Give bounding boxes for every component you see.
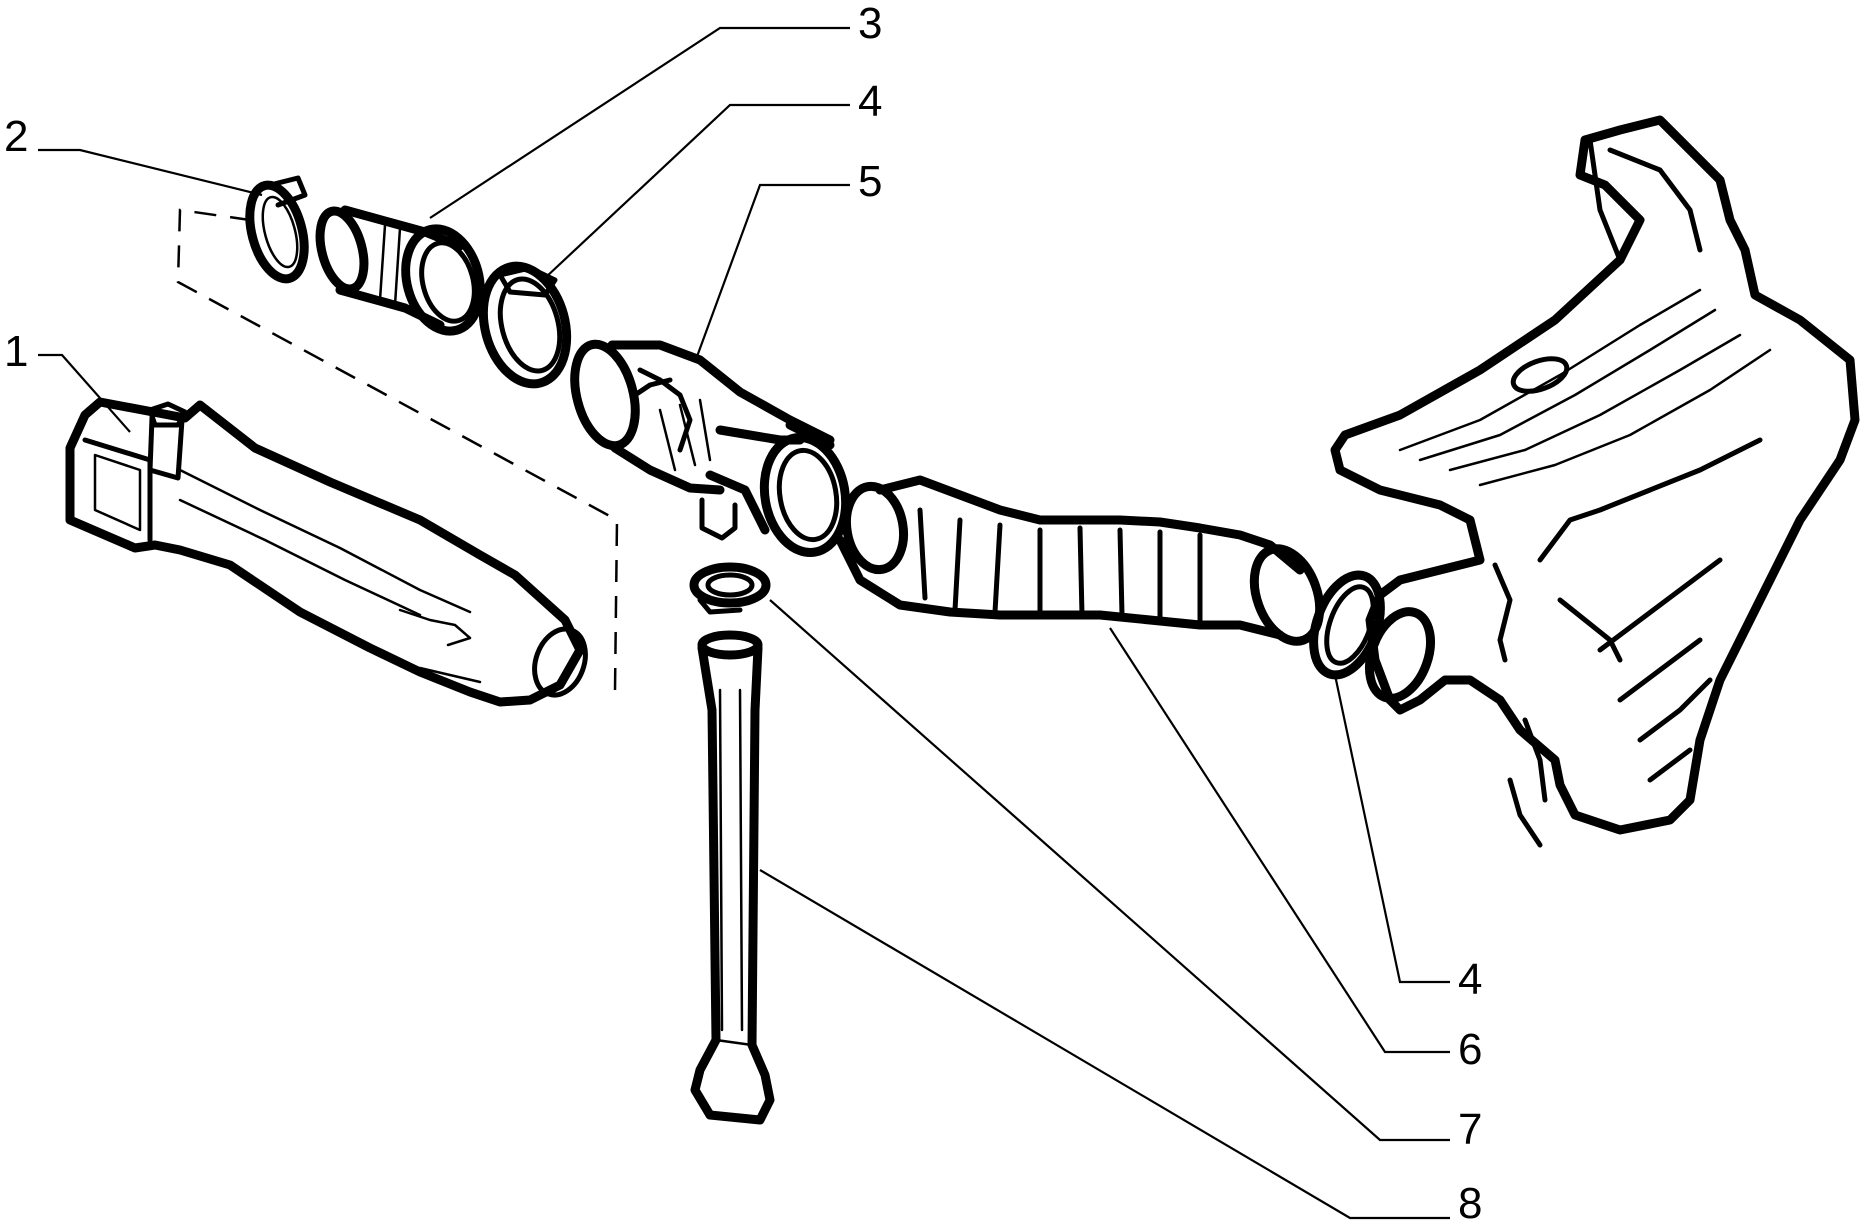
callout-2: 2: [4, 112, 29, 161]
callout-1: 1: [4, 327, 29, 376]
part-8-drain-pipe: [690, 630, 775, 1125]
callout-4-upper: 4: [858, 77, 883, 126]
leader-1: [38, 353, 131, 433]
leader-6: [1109, 627, 1450, 1054]
leader-4-upper: [544, 103, 850, 279]
callout-5: 5: [858, 157, 883, 206]
part-5-connector-body: [570, 339, 851, 558]
air-filter-housing: [1330, 115, 1860, 848]
callout-4-lower: 4: [1458, 955, 1483, 1004]
part-7-small-clamp: [689, 562, 771, 615]
leader-7: [769, 599, 1450, 1142]
assembly-dashed-line: [176, 208, 619, 691]
callout-7: 7: [1458, 1105, 1483, 1154]
part-2-hose-clamp: [245, 175, 309, 284]
leader-3: [429, 26, 850, 219]
leader-lines: [38, 26, 1450, 1220]
part-3-rubber-sleeve: [315, 205, 485, 336]
part-6-corrugated-hose: [835, 475, 1325, 646]
leader-2: [38, 148, 263, 197]
part-4-hose-clamp-upper: [478, 261, 572, 389]
leader-8: [759, 869, 1450, 1220]
callout-3: 3: [858, 0, 883, 48]
leader-4-lower: [1333, 674, 1450, 984]
leader-5: [693, 183, 850, 363]
callout-8: 8: [1458, 1179, 1483, 1228]
callout-6: 6: [1458, 1025, 1483, 1074]
part-1-intake-duct: [65, 397, 588, 707]
